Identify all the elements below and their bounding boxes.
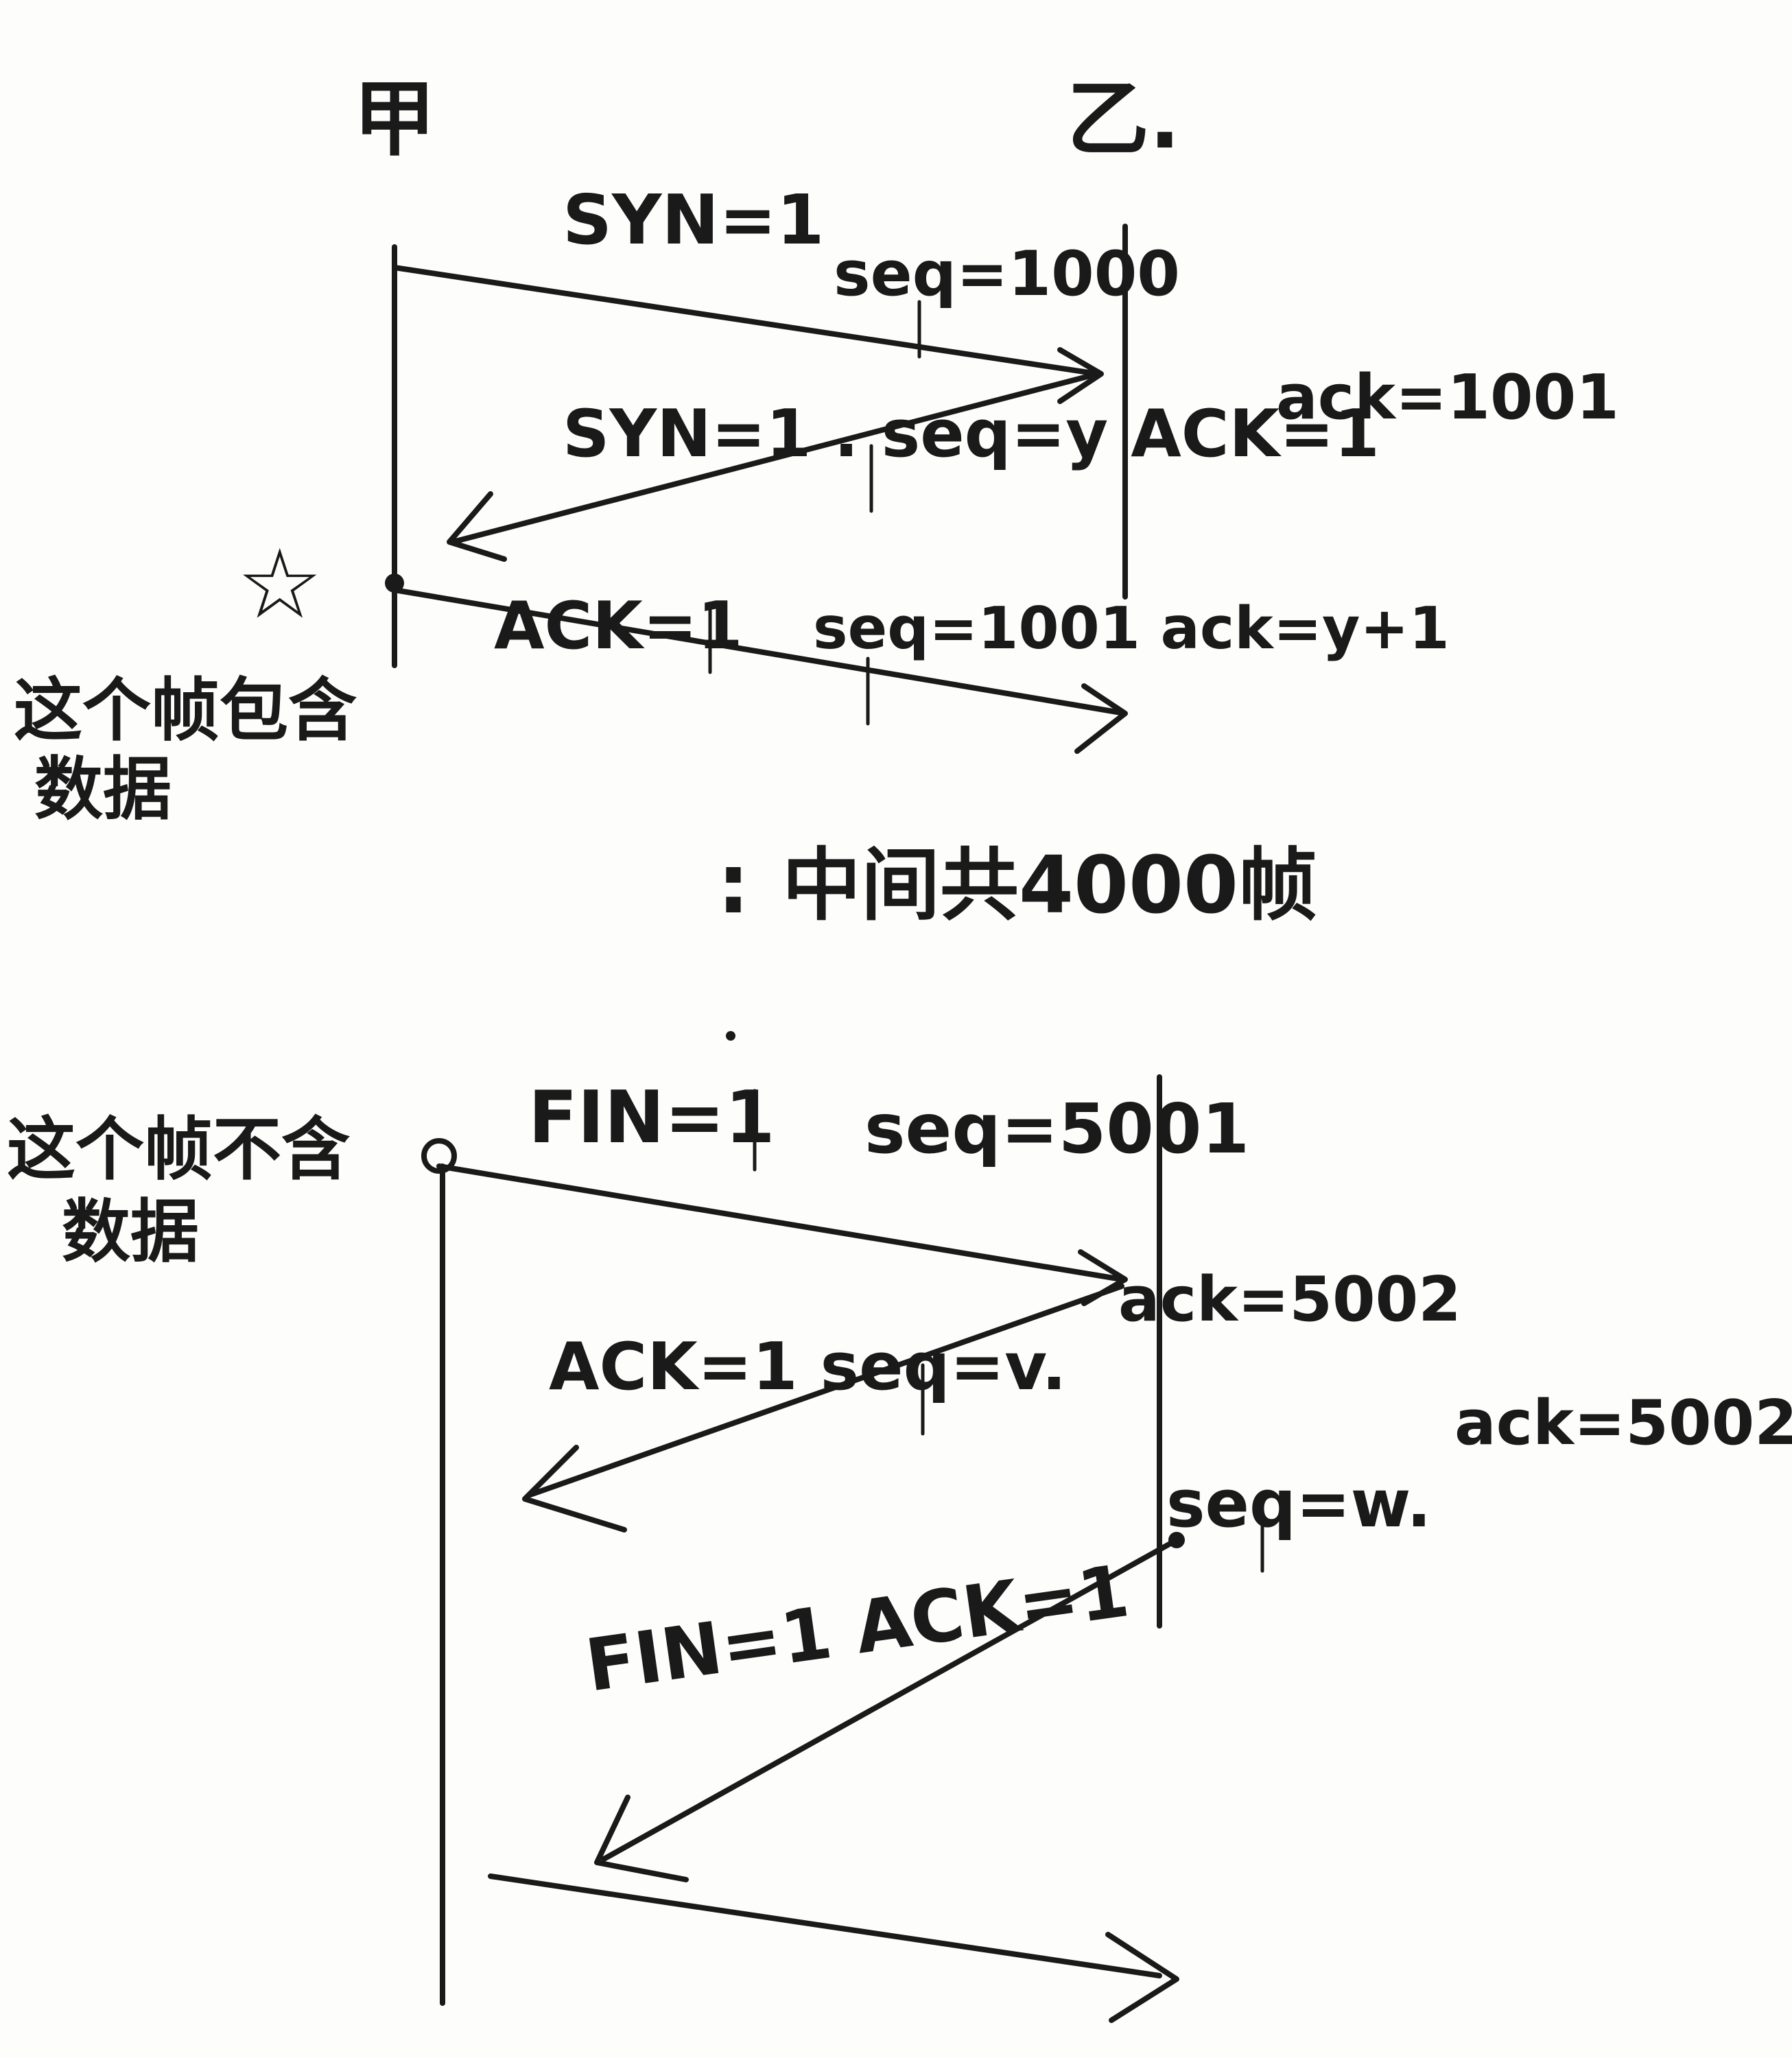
ellipsis-dot-3 (726, 1031, 735, 1041)
ack-5002-label-b: ack=5002 (1454, 1387, 1792, 1459)
seq-w-label: seq=w. (1166, 1467, 1431, 1542)
star-mark: ☆ (237, 529, 323, 641)
seq-1000-label: seq=1000 (834, 238, 1180, 310)
fin-ack-arrow (594, 1537, 1179, 1882)
party-a-label: 甲 (353, 72, 436, 167)
syn-ack-arrow (447, 371, 1100, 562)
party-b-label: 乙. (1067, 72, 1181, 167)
note-no-data-line2: 数据 (62, 1192, 199, 1272)
ack-seq-v-label: ACK=1 seq=v. (549, 1329, 1066, 1405)
note-with-data-line1: 这个帧包含 (14, 670, 357, 750)
note-no-data-line1: 这个帧不含 (7, 1109, 350, 1190)
syn-ack-label: SYN=1 . seq=y ACK=1 (563, 397, 1380, 472)
fin-arrow (436, 1163, 1128, 1306)
fin-ack-label: FIN=1 ACK=1 (581, 1549, 1134, 1708)
syn-label: SYN=1 (563, 180, 825, 260)
ack-1001-label: ack=1001 (1276, 362, 1619, 434)
middle-frames-note: 中间共4000帧 (782, 840, 1317, 932)
seq-5001-label: seq=5001 (864, 1089, 1249, 1169)
ellipsis-dots: : (717, 837, 750, 932)
ack-5002-label-a: ack=5002 (1118, 1264, 1461, 1336)
ack-label: ACK=1 (494, 589, 743, 664)
ack-v-arrow (522, 1284, 1124, 1533)
fin-label: FIN=1 (528, 1076, 775, 1159)
note-with-data-line2: 数据 (34, 749, 172, 829)
seq-1001-ack-label: seq=1001 ack=y+1 (813, 595, 1450, 663)
ack-start-dot (385, 573, 404, 593)
fin-start-circle (421, 1138, 457, 1174)
ack-arrow (392, 587, 1128, 754)
syn-arrow (392, 265, 1104, 404)
final-ack-arrow (488, 1873, 1179, 2023)
